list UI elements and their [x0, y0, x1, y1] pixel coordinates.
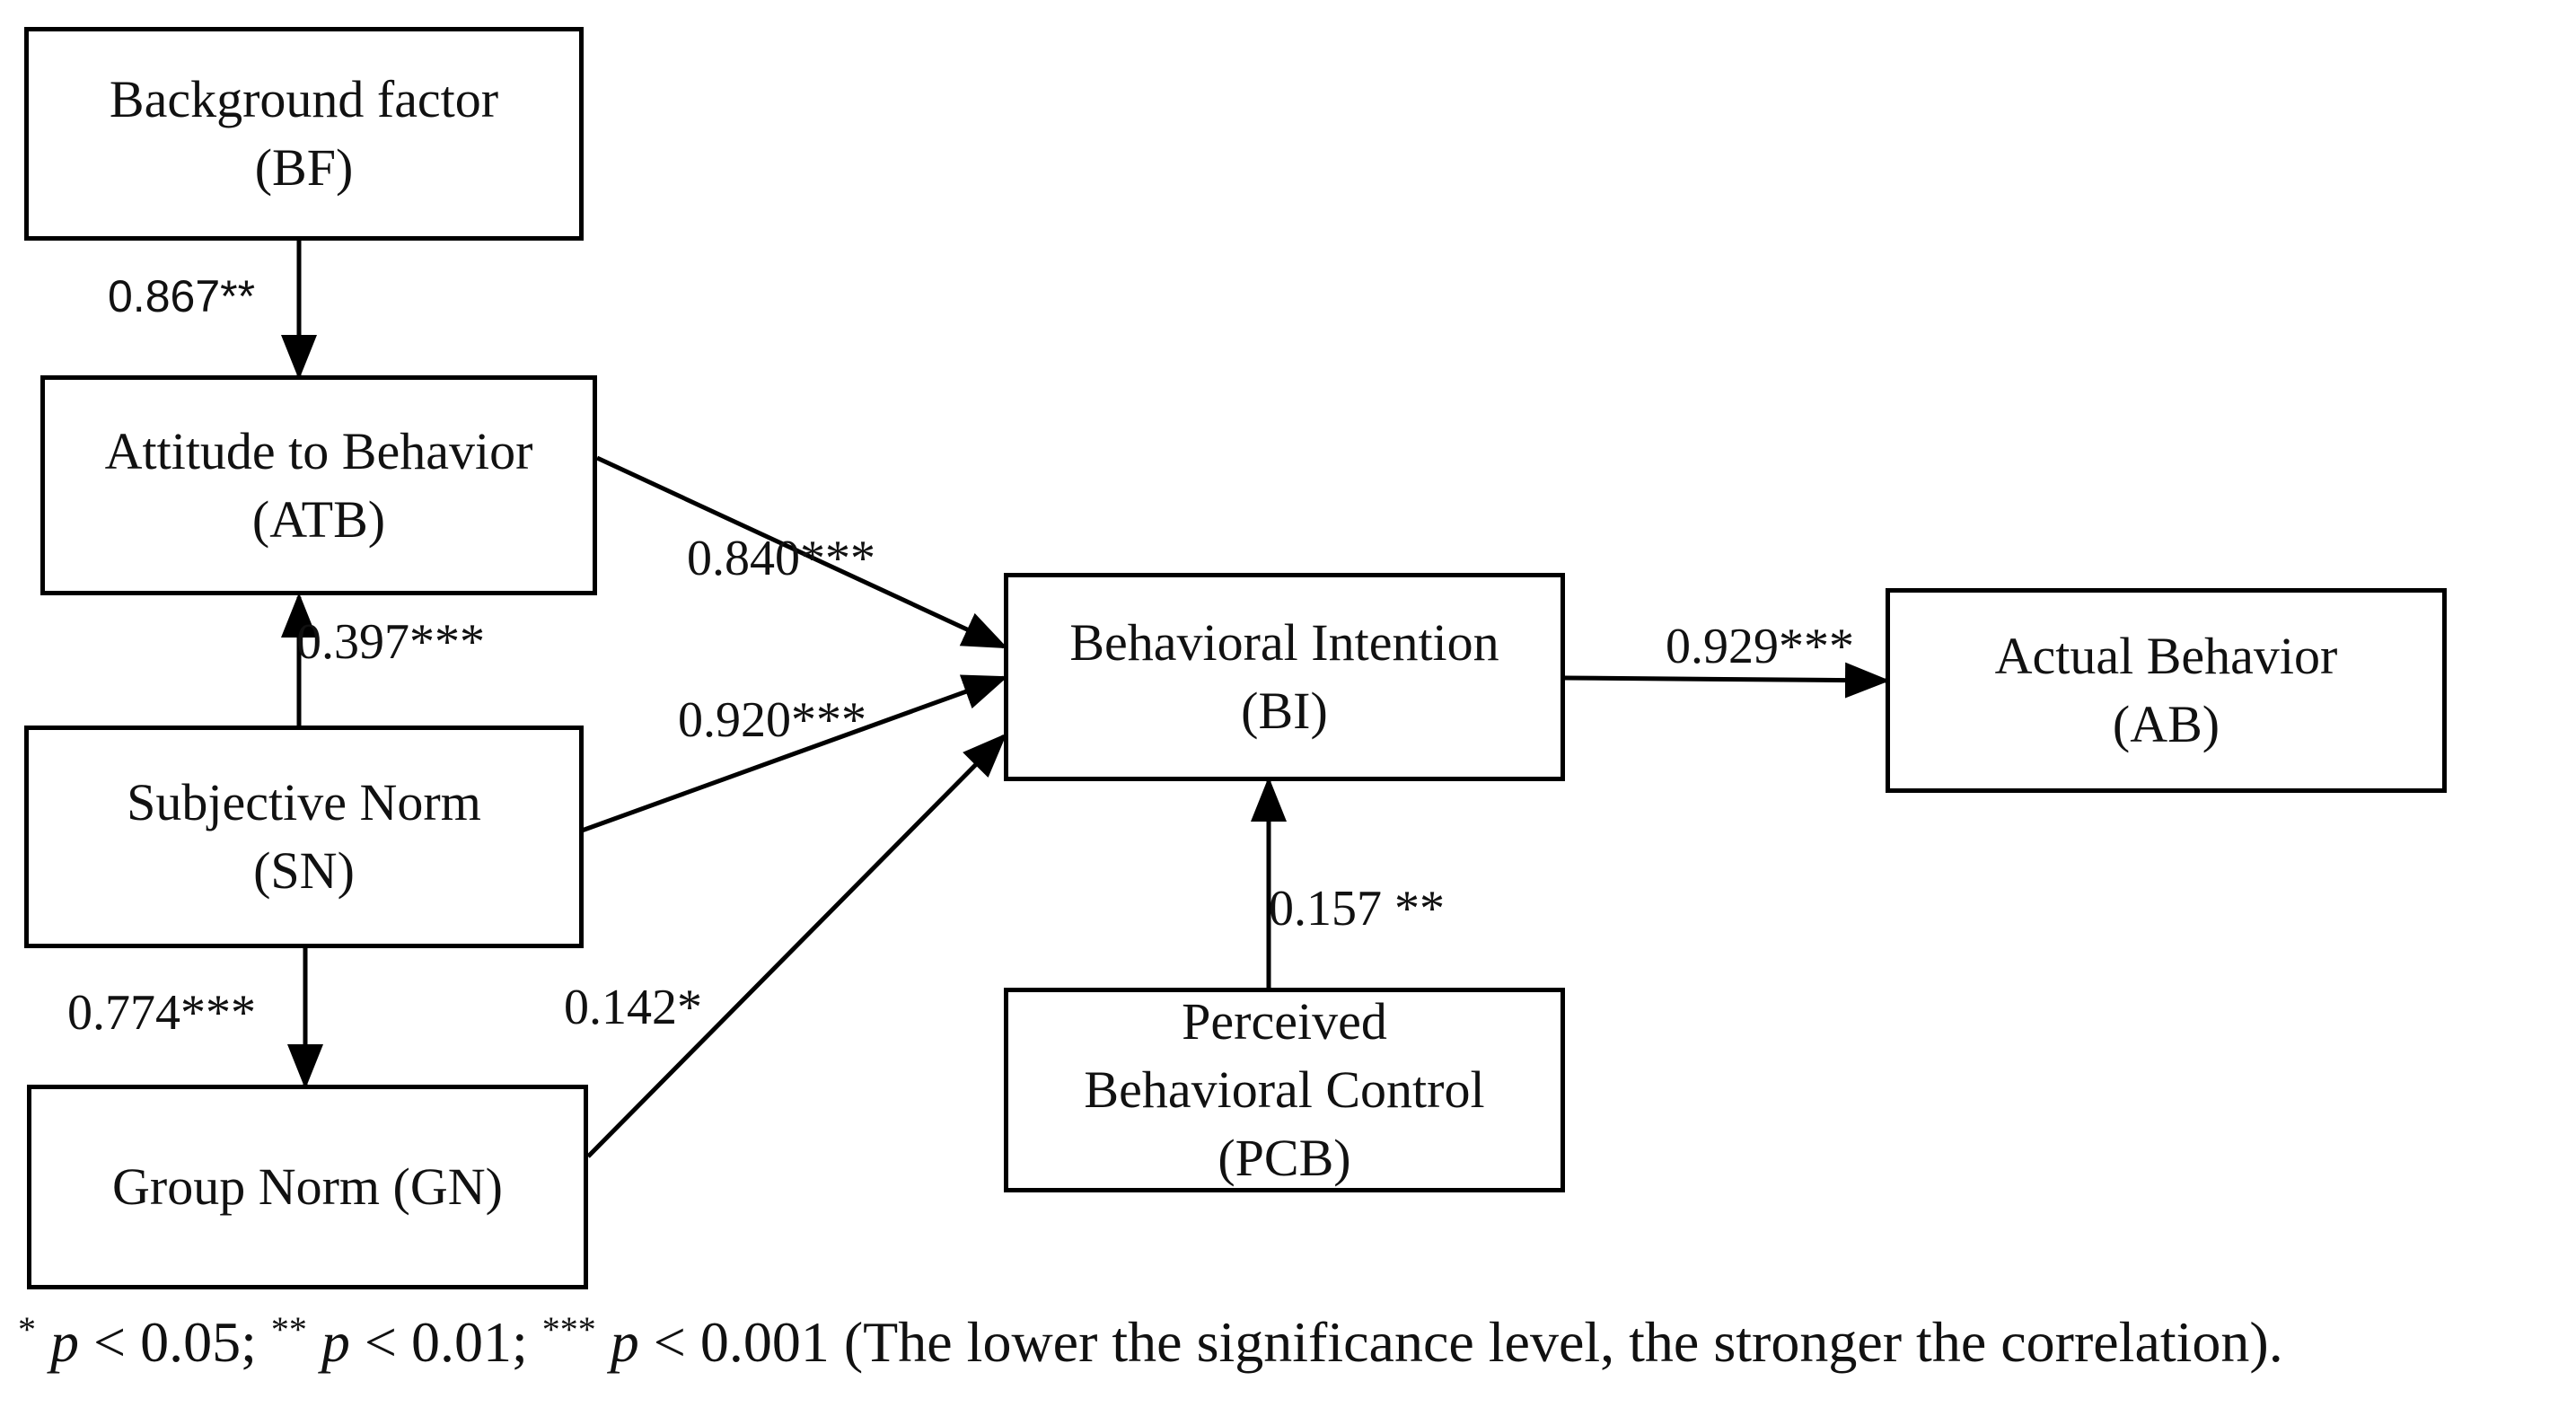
edge-label-sn-atb: 0.397*** [296, 614, 485, 670]
node-sn-line-1: Subjective Norm [127, 773, 481, 831]
node-bi-line-2: (BI) [1241, 682, 1328, 740]
node-atb-line-1: Attitude to Behavior [104, 421, 533, 480]
fn-text-1: < 0.05; [79, 1310, 271, 1374]
node-atb-line-2: (ATB) [251, 489, 386, 549]
edge-sn-bi [581, 674, 1008, 833]
fn-text-2: < 0.01; [349, 1310, 542, 1374]
fn-star-3: *** [541, 1309, 596, 1350]
edge-label-sn-bi: 0.920*** [678, 692, 866, 748]
node-pcb-line-3: (PCB) [1218, 1129, 1351, 1187]
fn-text-3: < 0.001 (The lower the significance leve… [638, 1310, 2283, 1374]
edge-bi-ab [1564, 662, 1890, 699]
node-perceived-behavioral-control: Perceived Behavioral Control (PCB) [1004, 988, 1565, 1192]
node-subjective-norm: Subjective Norm (SN) [24, 726, 584, 948]
node-ab-line-2: (AB) [2112, 695, 2220, 753]
node-bi-line-1: Behavioral Intention [1069, 613, 1499, 672]
fn-star-2: ** [270, 1309, 307, 1350]
fn-p-3: p [610, 1310, 639, 1374]
node-attitude-to-behavior: Attitude to Behavior (ATB) [40, 375, 597, 595]
edge-label-bf-atb: 0.867** [108, 271, 256, 321]
edge-label-bi-ab: 0.929*** [1666, 619, 1854, 674]
node-actual-behavior: Actual Behavior (AB) [1886, 588, 2447, 793]
node-sn-line-2: (SN) [253, 841, 355, 900]
node-pcb-line-1: Perceived [1182, 992, 1387, 1051]
node-ab-line-1: Actual Behavior [1994, 627, 2338, 685]
node-bf-line-2: (BF) [254, 138, 354, 197]
edge-label-sn-gn: 0.774*** [67, 985, 256, 1041]
edge-label-gn-bi: 0.142* [564, 980, 702, 1035]
node-background-factor: Background factor (BF) [24, 27, 584, 241]
node-group-norm: Group Norm (GN) [27, 1085, 588, 1289]
fn-p-2: p [321, 1310, 350, 1374]
node-pcb-line-2: Behavioral Control [1084, 1060, 1485, 1119]
edge-atb-bi [595, 455, 1008, 649]
fn-p-1: p [50, 1310, 79, 1374]
node-behavioral-intention: Behavioral Intention (BI) [1004, 573, 1565, 781]
edge-gn-bi [586, 733, 1007, 1158]
node-gn-line-1: Group Norm (GN) [112, 1157, 503, 1216]
edge-label-atb-bi: 0.840*** [687, 531, 875, 586]
fn-star-1: * [18, 1309, 36, 1350]
node-bf-line-1: Background factor [109, 70, 499, 128]
edge-label-pcb-bi: 0.157 ** [1269, 881, 1445, 937]
significance-footnote: * p < 0.05; ** p < 0.01; *** p < 0.001 (… [18, 1306, 2283, 1378]
